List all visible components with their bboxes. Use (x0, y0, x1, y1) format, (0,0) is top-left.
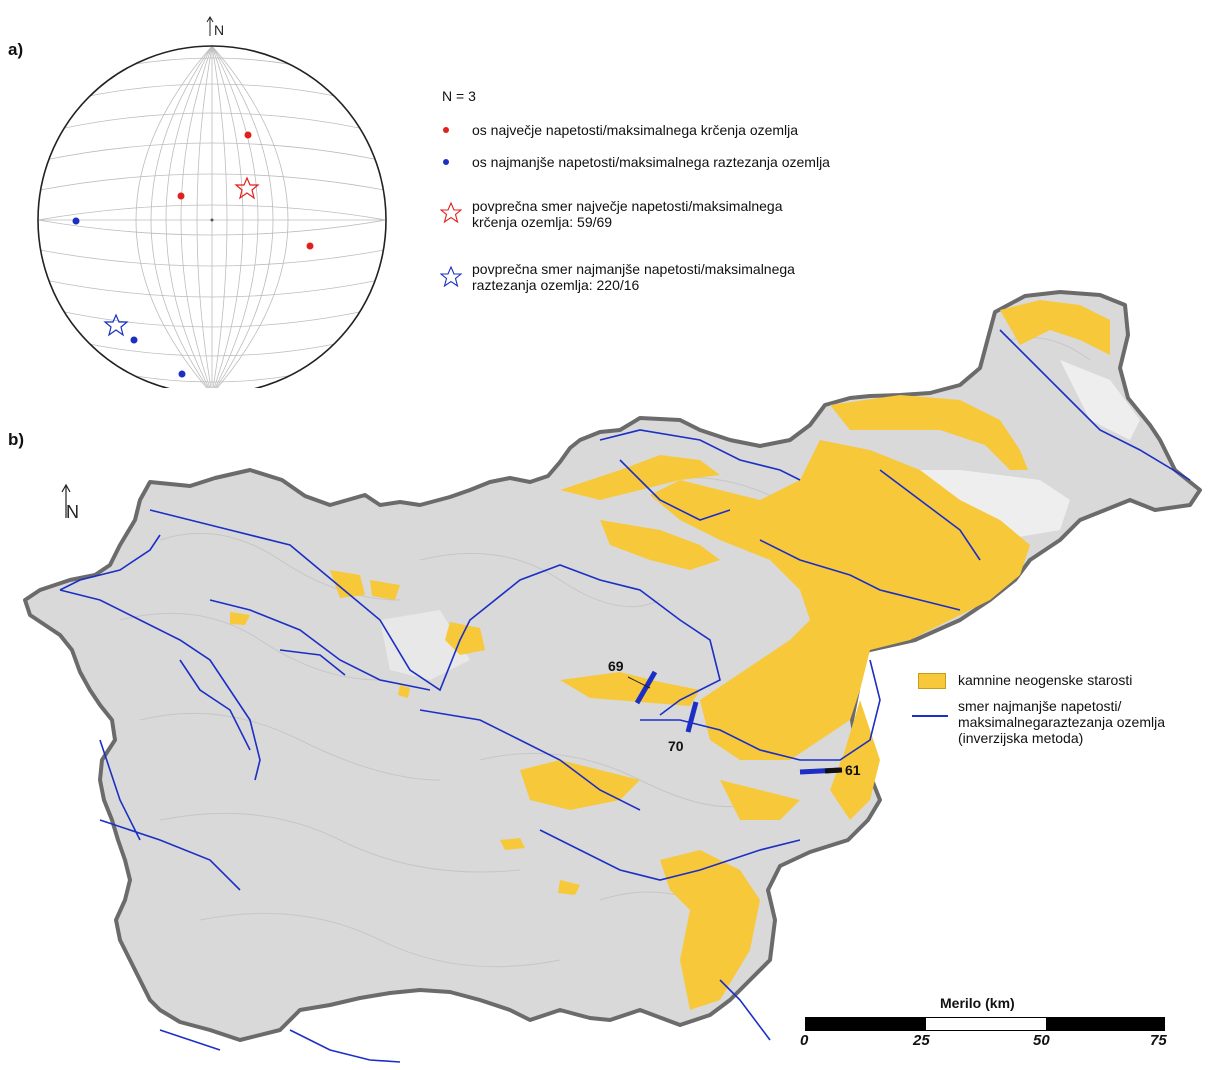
legend-sigma1-mean-line1: povprečna smer največje napetosti/maksim… (472, 198, 783, 214)
scale-tick-0: 0 (800, 1032, 809, 1049)
neogene-areas (230, 300, 1110, 1010)
stereonet-north-label: N (214, 22, 224, 38)
scale-segment (926, 1018, 1046, 1030)
map-north-label: N (66, 502, 79, 522)
legend-direction-line2: maksimalnegaraztezanja ozemlja (958, 714, 1165, 730)
scale-tick-25: 25 (913, 1032, 930, 1049)
rivers (59, 329, 1191, 1063)
legend-neogene: kamnine neogenske starosti (958, 672, 1133, 688)
measurement-61-label: 61 (845, 762, 861, 778)
legend-sigma3-mean-line1: povprečna smer najmanjše napetosti/maksi… (472, 261, 795, 277)
scale-segment (806, 1018, 926, 1030)
legend-sigma1: os največje napetosti/maksimalnega krčen… (472, 122, 799, 138)
measurement-69-bar (634, 670, 658, 705)
stereonet-legend: os največje napetosti/maksimalnega krčen… (440, 118, 900, 298)
measurement-70-bar (685, 701, 699, 733)
relief-texture (119, 337, 1091, 968)
sigma3-mean-star-icon (103, 313, 129, 337)
map-north-arrow: N (61, 483, 79, 522)
sigma3-point (72, 217, 80, 225)
sigma1-point (177, 192, 185, 200)
legend-sigma3-mean-line2: raztezanja ozemlja: 220/16 (472, 277, 640, 293)
measurement-69-leader (627, 676, 651, 689)
stereonet-primitive-circle (37, 45, 387, 388)
scale-tick-75: 75 (1150, 1032, 1167, 1049)
scale-segments (805, 1017, 1165, 1031)
legend-sigma1-mean-line2: krčenja ozemlja: 59/69 (472, 214, 613, 230)
slovenia-map (23, 290, 1202, 1063)
scale-segment (1046, 1018, 1165, 1030)
measurement-markers (627, 670, 843, 775)
legend-direction-line3: (inverzijska metoda) (958, 730, 1084, 746)
legend-sigma3: os najmanjše napetosti/maksimalnega razt… (472, 154, 830, 170)
panel-a-label: a) (8, 40, 24, 59)
red-dot-icon (443, 127, 449, 133)
map-legend: kamnine neogenske starosti smer najmanjš… (912, 672, 1207, 772)
sigma1-points (177, 131, 314, 250)
stereonet: N (37, 16, 387, 388)
sigma3-points (72, 217, 186, 378)
stereonet-north-arrow: N (206, 16, 224, 38)
scale-title: Merilo (km) (940, 995, 1015, 1011)
stereonet-center (210, 218, 214, 222)
measurement-69-label: 69 (608, 658, 624, 674)
measurement-70-label: 70 (668, 738, 684, 754)
blue-star-icon (440, 266, 462, 288)
stereonet-count: N = 3 (442, 88, 476, 104)
scale-tick-50: 50 (1033, 1032, 1050, 1049)
sigma1-point (244, 131, 252, 139)
blue-dot-icon (443, 159, 449, 165)
sigma1-mean-star-icon (234, 176, 260, 200)
plain-area (1060, 360, 1140, 440)
sigma3-point (178, 370, 186, 378)
legend-direction-line1: smer najmanjše napetosti/ (958, 698, 1122, 714)
measurement-61-bar-end (824, 767, 843, 774)
plain-area (380, 610, 470, 680)
panel-b-label: b) (8, 430, 25, 449)
sigma1-point (306, 242, 314, 250)
sigma3-point (130, 336, 138, 344)
neogene-swatch (918, 673, 946, 689)
direction-line-icon (912, 715, 948, 717)
scale-bar: Merilo (km) 0 25 50 75 (800, 995, 1180, 1065)
red-star-icon (440, 202, 462, 224)
